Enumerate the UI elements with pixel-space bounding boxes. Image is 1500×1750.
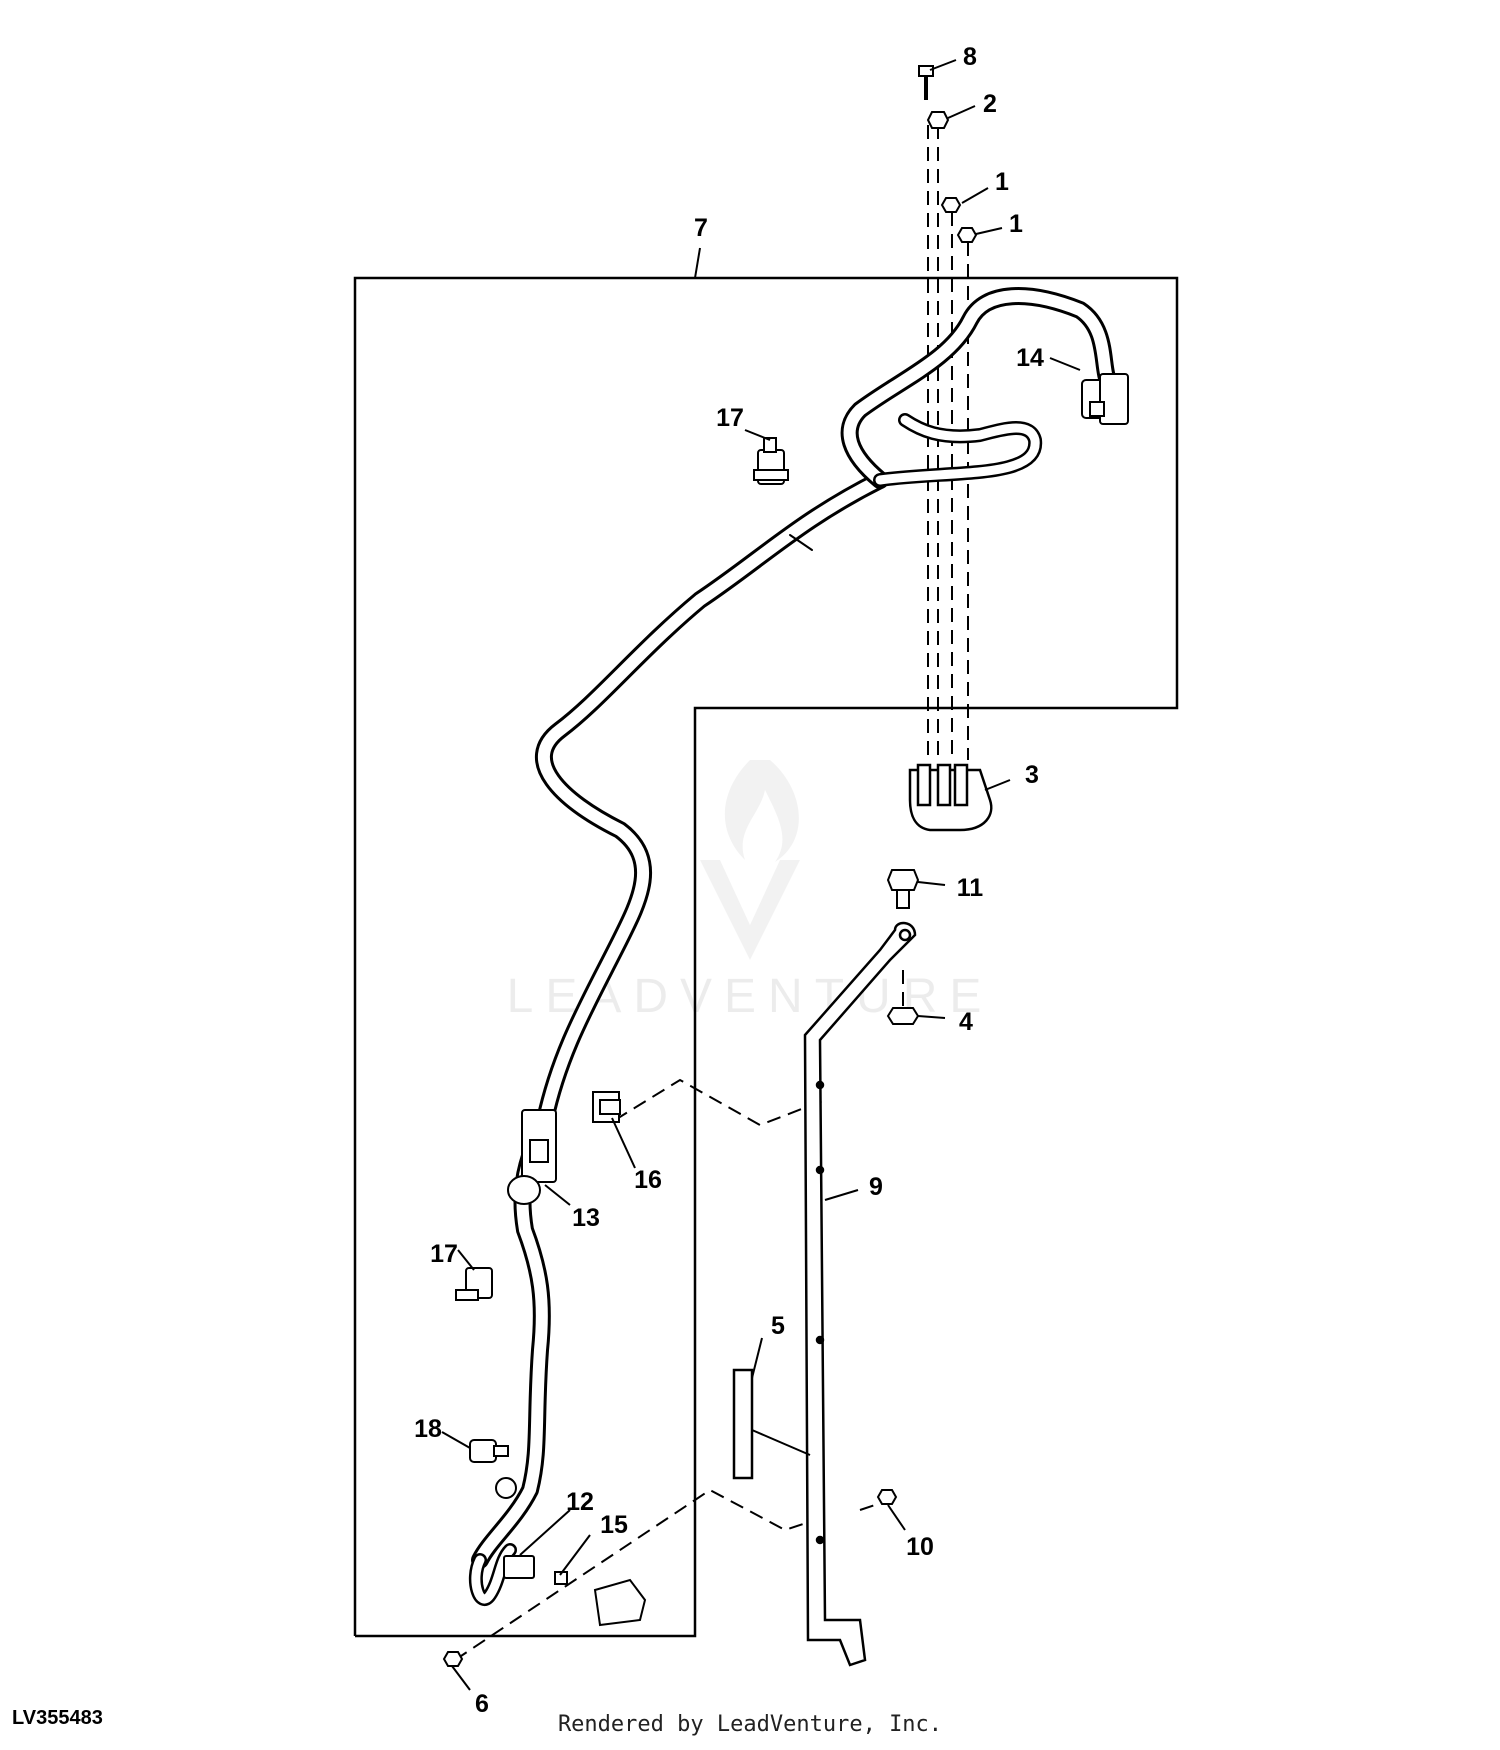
callout-label: 11 bbox=[957, 874, 984, 902]
fasteners-small bbox=[442, 1489, 898, 1667]
nut-4 bbox=[886, 1007, 920, 1025]
nut-1a bbox=[940, 197, 962, 213]
nut-2 bbox=[926, 111, 950, 129]
fasteners-top bbox=[918, 65, 978, 243]
render-credit: Rendered by LeadVenture, Inc. bbox=[557, 1712, 943, 1737]
connector-14 bbox=[1081, 373, 1129, 425]
callout-label: 8 bbox=[963, 43, 977, 71]
clip-18 bbox=[469, 1439, 509, 1463]
clip-17-lower bbox=[455, 1267, 493, 1301]
strip-5 bbox=[732, 1368, 754, 1480]
socket-3 bbox=[908, 763, 993, 832]
bolt-8-head bbox=[918, 65, 934, 77]
connectors-12-15 bbox=[495, 1477, 647, 1627]
callout-label: 15 bbox=[600, 1511, 628, 1539]
clip-17-upper bbox=[753, 437, 789, 485]
callout-label: 1 bbox=[1009, 210, 1023, 238]
callout-label: 18 bbox=[414, 1415, 442, 1443]
nut-10 bbox=[876, 1489, 898, 1505]
callout-label: 9 bbox=[869, 1173, 883, 1201]
callout-label: 2 bbox=[983, 90, 997, 118]
wire-harness bbox=[468, 287, 1119, 1606]
callout-label: 5 bbox=[771, 1312, 785, 1340]
callout-label: 10 bbox=[906, 1533, 934, 1561]
nut-1b bbox=[956, 227, 978, 243]
callout-label: 16 bbox=[634, 1166, 662, 1194]
callout-label: 17 bbox=[430, 1240, 458, 1268]
callout-label: 1 bbox=[995, 168, 1009, 196]
connector-13 bbox=[507, 1109, 557, 1205]
clip-16 bbox=[592, 1091, 621, 1123]
screw-6 bbox=[442, 1651, 464, 1667]
callout-labels: 8 2 1 1 7 14 17 3 11 4 9 16 13 17 5 18 1… bbox=[414, 43, 1044, 1718]
callout-label: 3 bbox=[1025, 761, 1039, 789]
bracket-9 bbox=[803, 921, 917, 1667]
fasteners-bracket bbox=[886, 869, 920, 1025]
leader-lines bbox=[441, 59, 1081, 1691]
callout-label: 13 bbox=[572, 1204, 600, 1232]
callout-label: 4 bbox=[959, 1008, 973, 1036]
drawing-id: LV355483 bbox=[12, 1707, 103, 1729]
bolt-11-head bbox=[886, 869, 920, 891]
callout-label: 17 bbox=[716, 404, 744, 432]
alignment-lines bbox=[454, 125, 969, 1661]
callout-label: 14 bbox=[1016, 344, 1044, 372]
callout-label: 12 bbox=[566, 1488, 594, 1516]
callout-label: 7 bbox=[694, 214, 708, 242]
callout-label: 6 bbox=[475, 1690, 489, 1718]
harness-boundary-outline bbox=[353, 276, 1179, 1638]
